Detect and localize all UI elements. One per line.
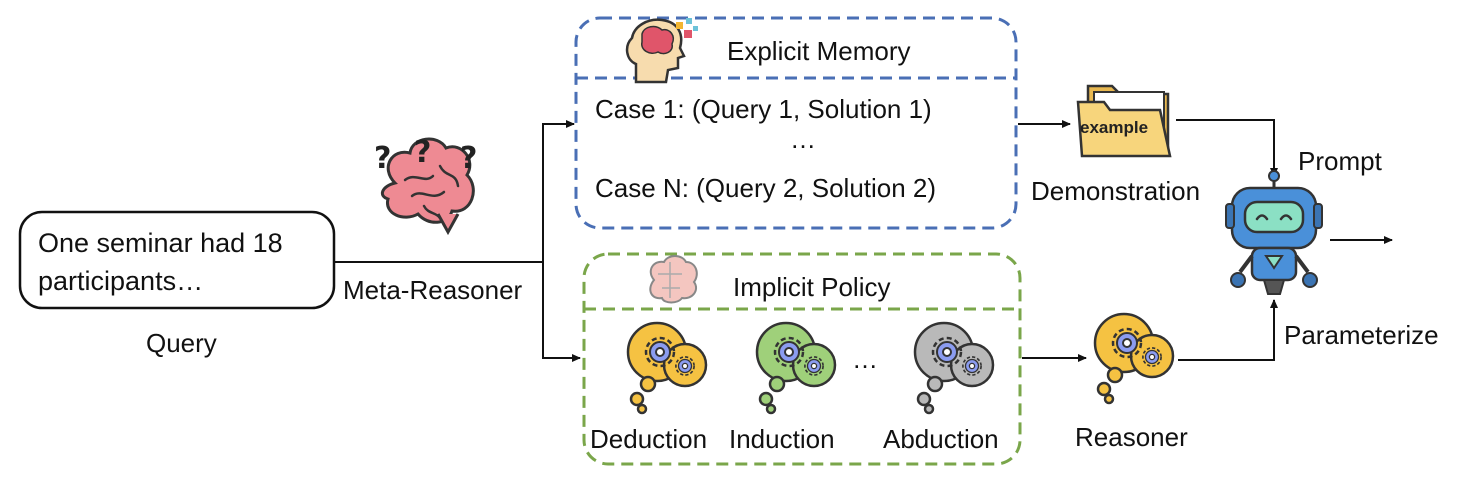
query-label: Query — [146, 328, 217, 358]
induction-thought-icon — [755, 321, 837, 415]
explicit-memory-title: Explicit Memory — [727, 36, 911, 66]
robot-llm-icon — [1225, 170, 1323, 295]
arrow-to-implicit-policy — [542, 262, 581, 362]
question-mark-right: ? — [460, 141, 477, 176]
deduction-thought-icon — [626, 321, 708, 415]
abduction-thought-icon — [913, 321, 995, 415]
meta-reasoner-brain-icon — [380, 137, 475, 236]
implicit-policy-box — [582, 252, 1022, 466]
folder-tag-text: example — [1080, 118, 1148, 137]
parameterize-label: Parameterize — [1284, 320, 1439, 350]
query-text-line-2: participants… — [38, 266, 204, 296]
induction-label: Induction — [729, 424, 835, 454]
prompt-label: Prompt — [1298, 146, 1382, 176]
reasoner-thought-icon — [1093, 312, 1175, 405]
case-first-entry: Case 1: (Query 1, Solution 1) — [595, 94, 932, 124]
arrow-to-explicit-memory — [542, 120, 575, 262]
question-mark-left: ? — [374, 141, 391, 176]
query-text-line-1: One seminar had 18 — [38, 228, 283, 258]
query-box — [18, 210, 336, 310]
memory-head-icon — [625, 18, 698, 84]
demonstration-label: Demonstration — [1031, 176, 1201, 206]
case-last-entry: Case N: (Query 2, Solution 2) — [595, 173, 937, 203]
abduction-label: Abduction — [883, 424, 999, 454]
reasoner-label: Reasoner — [1075, 422, 1188, 452]
implicit-policy-title: Implicit Policy — [733, 272, 891, 302]
arrow-parameterize-to-llm — [1178, 299, 1278, 361]
arrow-prompt-to-llm — [1176, 119, 1278, 177]
case-ellipsis: … — [790, 124, 816, 154]
policy-brain-icon — [649, 255, 698, 304]
meta-reasoner-label: Meta-Reasoner — [343, 275, 523, 305]
deduction-label: Deduction — [590, 424, 708, 454]
example-folder-icon — [1076, 84, 1172, 158]
question-mark-center: ? — [414, 135, 431, 170]
explicit-memory-box — [574, 16, 1018, 230]
mode-ellipsis: … — [852, 344, 878, 374]
